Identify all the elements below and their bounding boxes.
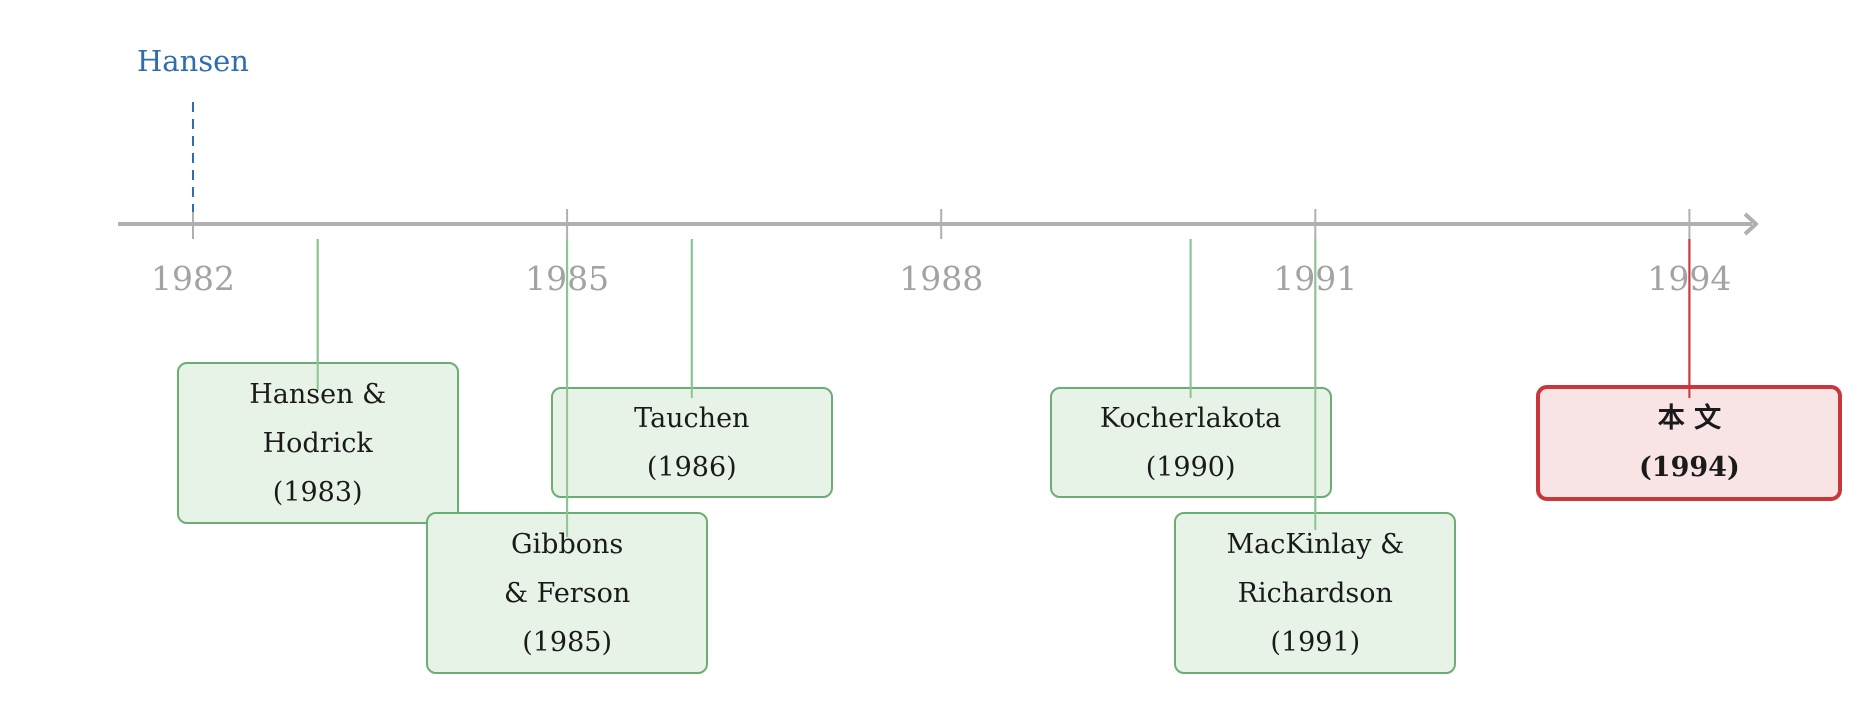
event-box-gibbons-ferson: Gibbons & Ferson (1985) [426, 512, 709, 674]
event-line: Tauchen [634, 402, 750, 434]
marker-label-hansen: Hansen [137, 44, 249, 78]
event-line: Richardson [1237, 577, 1393, 609]
event-line: Gibbons [510, 528, 624, 560]
event-line: 本 文 [1657, 403, 1722, 434]
event-line: MacKinlay & [1226, 528, 1405, 560]
event-line: Kocherlakota [1099, 402, 1282, 434]
event-line: (1990) [1145, 451, 1236, 483]
event-line: (1994) [1639, 452, 1740, 483]
axis-arrow-head [1743, 212, 1758, 236]
event-box-this-paper: 本 文 (1994) [1536, 385, 1843, 501]
event-line: Hansen & [249, 378, 387, 410]
tick-label: 1982 [151, 259, 235, 298]
event-box-kocherlakota: Kocherlakota (1990) [1049, 387, 1332, 498]
event-line: (1983) [272, 476, 363, 508]
event-box-mackinlay-richardson: MacKinlay & Richardson (1991) [1174, 512, 1457, 674]
event-line: (1986) [646, 451, 737, 483]
event-line: Hodrick [262, 427, 373, 459]
event-box-hansen-hodrick: Hansen & Hodrick (1983) [176, 362, 459, 524]
event-line: & Ferson [503, 577, 631, 609]
tick-label: 1988 [899, 259, 983, 298]
event-line: (1991) [1270, 626, 1361, 658]
event-line: (1985) [522, 626, 612, 658]
event-box-tauchen: Tauchen (1986) [550, 387, 833, 498]
